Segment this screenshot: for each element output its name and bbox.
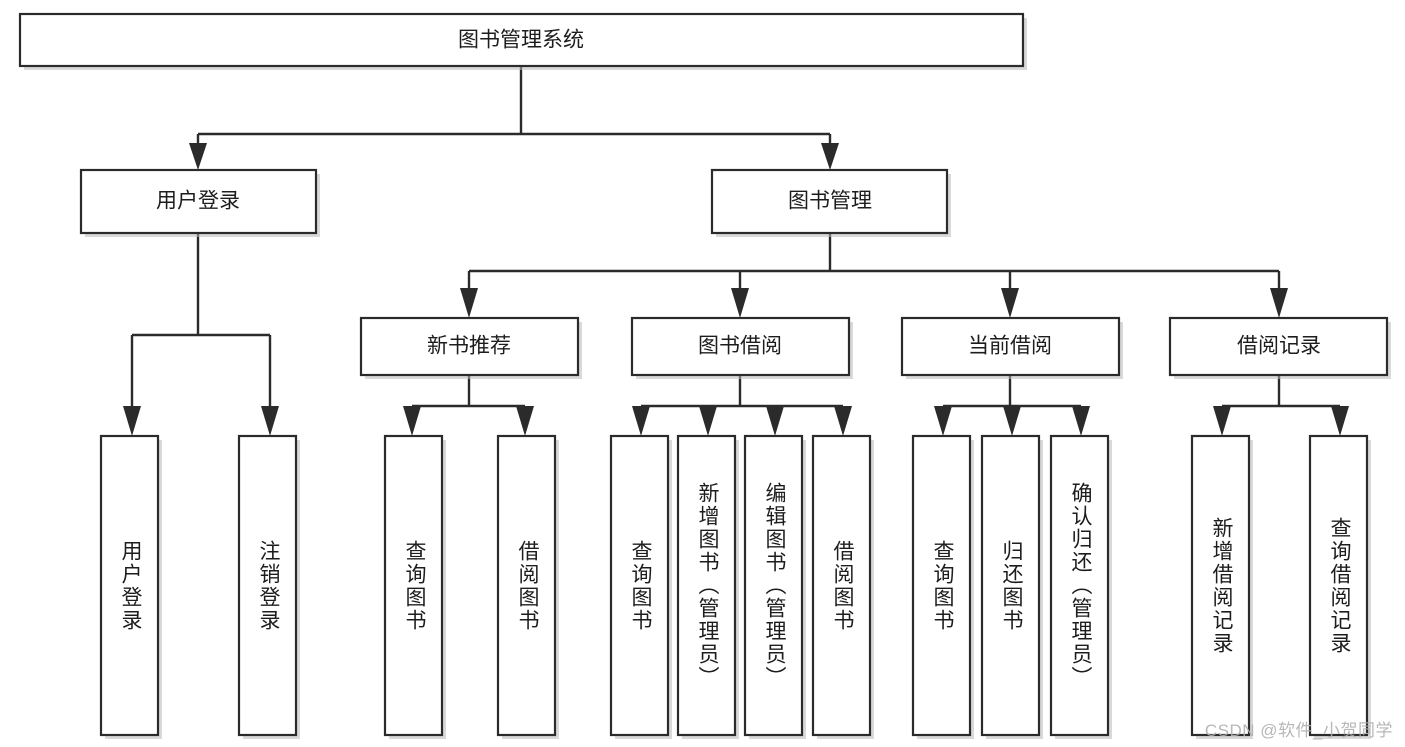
node-new-book-recommend[interactable]: 新书推荐 (359, 316, 582, 379)
leaf-current-query-book[interactable] (911, 434, 974, 739)
arrow-to-new-book-recommend (460, 288, 478, 318)
leaf-current-return-book[interactable] (980, 434, 1043, 739)
arrow-to-book-borrow (731, 288, 749, 318)
leaf-recommend-query-book[interactable] (383, 434, 446, 739)
leaf-current-confirm-return[interactable] (1049, 434, 1112, 739)
arrow-leaf-borrow-query (632, 406, 650, 436)
connector-group-root (189, 66, 839, 170)
node-current-borrow-label: 当前借阅 (968, 335, 1052, 358)
leaf-borrow-lend-book[interactable] (811, 434, 874, 739)
arrow-leaf-current-confirm (1072, 406, 1090, 436)
arrow-leaf-logout (261, 406, 279, 436)
connector-group-borrow-record (1213, 375, 1349, 436)
leaf-recommend-borrow-book[interactable] (496, 434, 559, 739)
leaf-record-query[interactable] (1308, 434, 1371, 739)
connector-group-current-borrow (934, 375, 1090, 436)
arrow-to-user-login (189, 143, 207, 170)
arrow-leaf-record-add (1213, 406, 1231, 436)
leaf-record-add[interactable] (1190, 434, 1253, 739)
node-root-label: 图书管理系统 (458, 29, 584, 52)
arrow-leaf-recommend-query (403, 406, 421, 436)
arrow-leaf-record-query (1331, 406, 1349, 436)
arrow-leaf-borrow-add (699, 406, 717, 436)
node-book-borrow-label: 图书借阅 (698, 335, 782, 358)
leaf-borrow-edit-book[interactable] (743, 434, 806, 739)
node-user-login[interactable]: 用户登录 (79, 168, 320, 237)
node-book-management[interactable]: 图书管理 (710, 168, 951, 237)
connector-group-book-management (460, 233, 1288, 318)
leaf-borrow-add-book[interactable] (676, 434, 739, 739)
leaf-borrow-query-book[interactable] (609, 434, 672, 739)
arrow-to-current-borrow (1001, 288, 1019, 318)
node-user-login-label: 用户登录 (156, 190, 240, 213)
node-book-borrow[interactable]: 图书借阅 (630, 316, 853, 379)
connector-group-new-book-recommend (403, 375, 534, 436)
connector-group-user-login (123, 233, 279, 436)
connector-group-book-borrow (632, 375, 852, 436)
arrow-leaf-borrow-edit (766, 406, 784, 436)
node-new-book-recommend-label: 新书推荐 (427, 335, 511, 358)
arrow-leaf-current-return (1003, 406, 1021, 436)
arrow-to-borrow-record (1270, 288, 1288, 318)
arrow-leaf-borrow-lend (834, 406, 852, 436)
node-current-borrow[interactable]: 当前借阅 (900, 316, 1123, 379)
arrow-leaf-user-login (123, 406, 141, 436)
node-book-management-label: 图书管理 (788, 190, 872, 213)
node-root-system[interactable]: 图书管理系统 (18, 12, 1027, 70)
watermark-text: CSDN @软件_小贺同学 (1204, 721, 1393, 740)
node-borrow-record[interactable]: 借阅记录 (1168, 316, 1391, 379)
leaf-logout[interactable] (237, 434, 300, 739)
arrow-leaf-current-query (934, 406, 952, 436)
leaf-user-login[interactable] (99, 434, 162, 739)
node-borrow-record-label: 借阅记录 (1237, 335, 1321, 358)
arrow-leaf-recommend-borrow (516, 406, 534, 436)
arrow-to-book-management (821, 143, 839, 170)
